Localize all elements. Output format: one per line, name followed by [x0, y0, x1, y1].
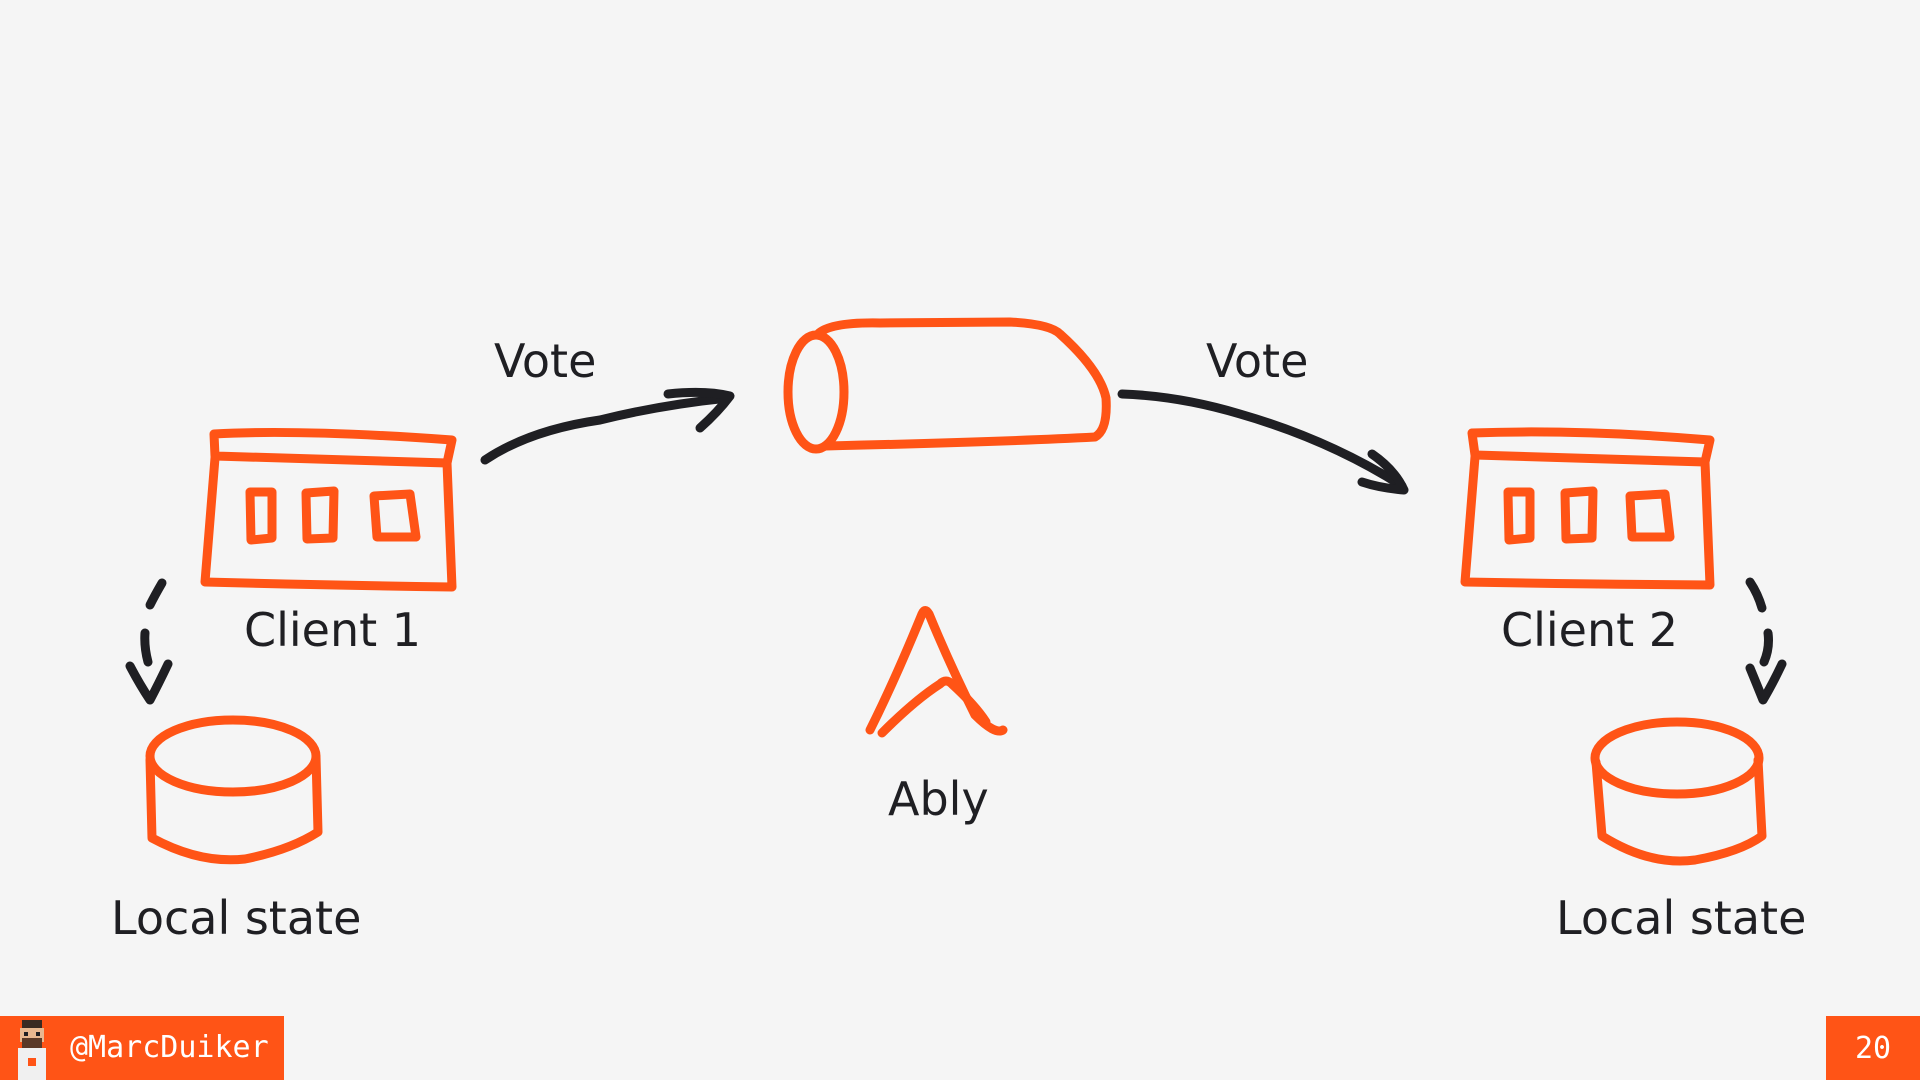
author-badge: @MarcDuiker: [0, 1016, 284, 1080]
client-2-label: Client 2: [1501, 603, 1679, 657]
vote-arrow-right: [1117, 389, 1409, 495]
client-1-window-icon: [200, 427, 457, 592]
ably-logo-icon: [865, 606, 1008, 738]
client-2-window-icon: [1460, 427, 1715, 590]
client-1-to-local-state-arrow: [125, 578, 173, 705]
local-state-store-left-icon: [145, 715, 323, 865]
local-state-store-right-icon: [1590, 717, 1767, 866]
pixel-avatar-icon: [10, 1016, 54, 1080]
channel-pipe-icon: [783, 317, 1111, 454]
page-number: 20: [1826, 1016, 1920, 1080]
author-handle: @MarcDuiker: [70, 1030, 269, 1065]
vote-label-left: Vote: [494, 334, 597, 388]
vote-arrow-left: [480, 387, 735, 465]
vote-label-right: Vote: [1206, 334, 1309, 388]
ably-label: Ably: [888, 772, 989, 826]
local-state-label-right: Local state: [1556, 891, 1807, 945]
local-state-label-left: Local state: [111, 891, 362, 945]
client-1-label: Client 1: [244, 603, 422, 657]
client-2-to-local-state-arrow: [1745, 577, 1787, 705]
